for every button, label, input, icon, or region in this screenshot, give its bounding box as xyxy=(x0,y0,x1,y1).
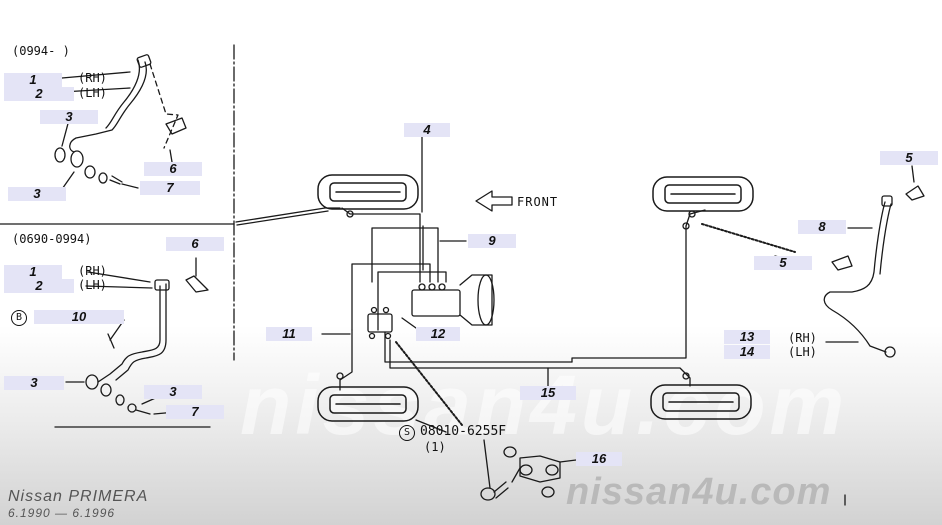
part-number: 08010-6255F xyxy=(420,424,507,439)
callout-3-upper-a: 3 xyxy=(40,110,98,124)
watermark-ghost-text: nissan4u.com xyxy=(240,358,849,452)
callout-9: 9 xyxy=(468,234,516,248)
callout-1-lower: 1 xyxy=(4,265,62,279)
brake-lines xyxy=(235,207,706,391)
callout-14: 14 xyxy=(724,345,770,359)
callout-6-upper: 6 xyxy=(144,162,202,176)
wheel-rear-left xyxy=(317,386,419,422)
upper-range-label: (0994- ) xyxy=(12,44,70,58)
lower-hose-assembly xyxy=(65,257,209,415)
watermark-text: nissan4u.com xyxy=(566,471,832,513)
right-lh-label: (LH) xyxy=(788,345,817,359)
right-rh-label: (RH) xyxy=(788,331,817,345)
wheel-front-left xyxy=(317,174,419,210)
callout-8: 8 xyxy=(798,220,846,234)
callout-4: 4 xyxy=(404,123,450,137)
lower-range-label: (0690-0994) xyxy=(12,232,92,246)
master-cylinder xyxy=(411,274,495,326)
front-arrow xyxy=(475,190,513,212)
lower-rh-label: (RH) xyxy=(78,264,107,278)
callout-16: 16 xyxy=(576,452,622,466)
upper-rh-label: (RH) xyxy=(78,71,107,85)
callout-3-upper-b: 3 xyxy=(8,187,66,201)
wheel-rear-right xyxy=(650,384,752,420)
callout-12: 12 xyxy=(416,327,460,341)
bottom-bracket-assembly xyxy=(480,439,846,506)
lower-lh-label: (LH) xyxy=(78,278,107,292)
callout-7-lower: 7 xyxy=(166,405,224,419)
callout-11: 11 xyxy=(266,327,312,341)
callout-5-top: 5 xyxy=(880,151,938,165)
callout-7-upper: 7 xyxy=(140,181,200,195)
right-hose-assembly xyxy=(823,165,925,358)
upper-lh-label: (LH) xyxy=(78,86,107,100)
upper-hose-assembly xyxy=(54,54,187,193)
footer-period: 6.1990 — 6.1996 xyxy=(8,506,116,520)
b-circle-mark: B xyxy=(11,310,27,326)
callout-13: 13 xyxy=(724,330,770,344)
footer-model: Nissan PRIMERA xyxy=(8,488,149,505)
proportioning-valve xyxy=(367,306,393,340)
callout-15: 15 xyxy=(520,386,576,400)
front-label: FRONT xyxy=(517,195,559,209)
part-quantity: (1) xyxy=(424,440,446,454)
wheel-front-right xyxy=(652,176,754,212)
callout-3-lower-b: 3 xyxy=(144,385,202,399)
callout-3-lower-a: 3 xyxy=(4,376,64,390)
s-circle-mark: S xyxy=(399,425,415,441)
callout-1-upper: 1 xyxy=(4,73,62,87)
callout-10: 10 xyxy=(34,310,124,324)
callout-2-lower: 2 xyxy=(4,279,74,293)
callout-2-upper: 2 xyxy=(4,87,74,101)
callout-5-bottom: 5 xyxy=(754,256,812,270)
callout-6-lower: 6 xyxy=(166,237,224,251)
